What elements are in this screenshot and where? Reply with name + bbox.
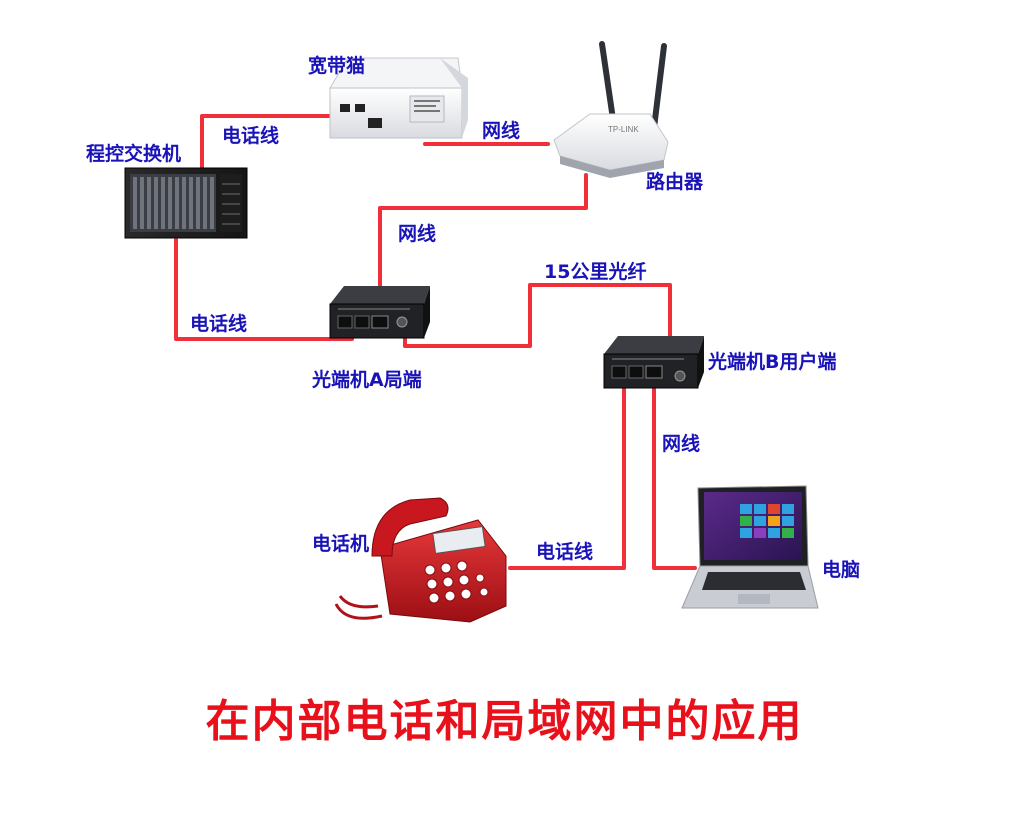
converter-b-label: 光端机B用户端 [707, 350, 836, 373]
modem-label: 宽带猫 [308, 54, 365, 77]
router-label: 路由器 [646, 170, 704, 193]
fiber-converter-icon-a [330, 286, 430, 338]
computer-label: 电脑 [822, 558, 860, 581]
line-converter-b-telephone [510, 380, 624, 568]
laptop-icon [682, 486, 818, 608]
link-label-router-converter-a: 网线 [398, 222, 436, 245]
link-label-pbx-modem: 电话线 [222, 124, 279, 147]
link-label-converter-b-computer: 网线 [662, 432, 700, 455]
telephone-icon [336, 498, 506, 622]
line-converter-b-computer [654, 380, 695, 568]
link-label-modem-router: 网线 [482, 119, 520, 142]
svg-text:TP-LINK: TP-LINK [608, 125, 639, 134]
telephone-label: 电话机 [312, 532, 369, 555]
link-label-fiber: 15公里光纤 [544, 260, 646, 283]
diagram-title: 在内部电话和局域网中的应用 [0, 700, 1009, 744]
converter-a-label: 光端机A局端 [311, 368, 422, 391]
pbx-rack-icon [125, 168, 247, 238]
fiber-converter-icon-b [604, 336, 704, 388]
link-label-converter-b-telephone: 电话线 [536, 540, 593, 563]
pbx-label: 程控交换机 [86, 142, 181, 165]
link-label-pbx-converter-a: 电话线 [190, 312, 247, 335]
wifi-router-icon: TP-LINK [554, 44, 668, 178]
